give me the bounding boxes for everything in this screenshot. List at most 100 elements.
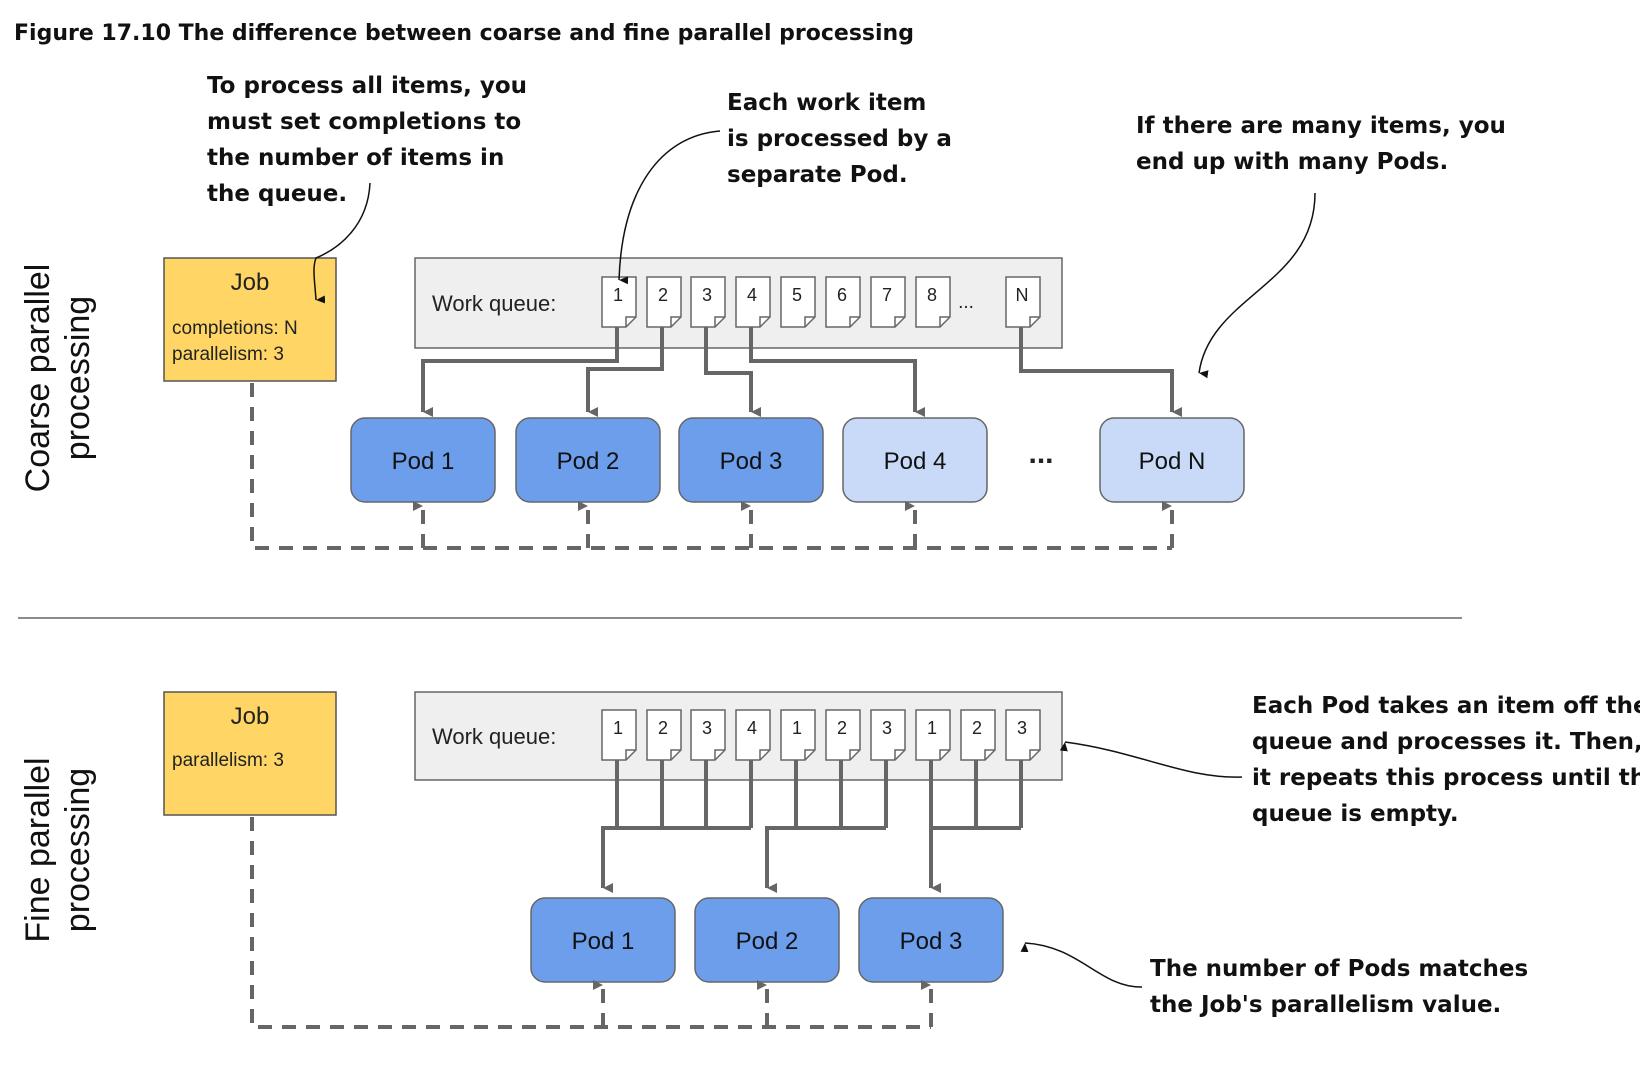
fine-queue-item-label: 2 <box>658 718 668 738</box>
fine-queue-item: 2 <box>825 709 861 761</box>
coarse-queue-item-label: 7 <box>882 285 892 305</box>
fine-queue-item: 1 <box>601 709 637 761</box>
fine-queue-item-label: 3 <box>882 718 892 738</box>
fine-queue-item: 1 <box>780 709 816 761</box>
fine-job-title: Job <box>231 703 270 730</box>
coarse-queue-item-label: 2 <box>658 285 668 305</box>
fine-queue-item: 4 <box>735 709 771 761</box>
fine-queue-item-label: 3 <box>702 718 712 738</box>
fine-side-label-line1: Fine parallel <box>19 757 57 942</box>
fine-pod: Pod 2 <box>694 897 840 983</box>
coarse-pod: Pod N <box>1099 417 1245 503</box>
coarse-pod-label: Pod 2 <box>557 448 620 475</box>
fine-queue-item-label: 2 <box>837 718 847 738</box>
coarse-side-label-line2: processing <box>59 296 97 460</box>
svg-text:must set completions to: must set completions to <box>207 109 521 135</box>
fine-section: Fine parallel processing Job parallelism… <box>19 691 1640 1029</box>
coarse-pods-ellipsis: ... <box>1028 437 1053 470</box>
coarse-queue-item: 4 <box>735 276 771 328</box>
fine-work-queue: Work queue: 1 2 3 4 1 2 3 1 2 3 <box>414 691 1063 781</box>
svg-text:Each work item: Each work item <box>727 90 926 116</box>
note-each-item: Each work item is processed by a separat… <box>727 90 952 188</box>
coarse-queue-item: 6 <box>825 276 861 328</box>
fine-pod: Pod 3 <box>858 897 1004 983</box>
fine-job-dashed-links <box>250 817 933 1029</box>
coarse-pod: Pod 3 <box>678 417 824 503</box>
coarse-queue-item-label: N <box>1016 285 1029 305</box>
fine-work-queue-label: Work queue: <box>432 724 556 749</box>
fine-pod-label: Pod 3 <box>900 928 963 955</box>
note-takes-item: Each Pod takes an item off the queue and… <box>1252 693 1640 827</box>
coarse-pod-label: Pod 4 <box>884 448 947 475</box>
svg-text:Each Pod takes an item off the: Each Pod takes an item off the <box>1252 693 1640 719</box>
coarse-queue-item-label: 3 <box>702 285 712 305</box>
fine-job-box: Job parallelism: 3 <box>163 691 337 816</box>
fine-queue-item-label: 4 <box>747 718 757 738</box>
svg-text:separate Pod.: separate Pod. <box>727 162 908 188</box>
note-completions: To process all items, you must set compl… <box>207 73 527 207</box>
svg-text:queue is empty.: queue is empty. <box>1252 801 1459 827</box>
note-takes-item-pointer <box>1059 741 1243 778</box>
coarse-pod: Pod 4 <box>842 417 988 503</box>
note-pods-match: The number of Pods matches the Job's par… <box>1150 956 1528 1018</box>
coarse-job-title: Job <box>231 269 270 296</box>
coarse-work-queue: Work queue: 1 2 3 4 5 6 7 8 N ... <box>414 257 1063 349</box>
fine-queue-item: 3 <box>690 709 726 761</box>
svg-text:end up with many Pods.: end up with many Pods. <box>1136 149 1448 175</box>
coarse-queue-item: N <box>1005 276 1041 328</box>
fine-queue-item-label: 1 <box>927 718 937 738</box>
svg-text:it repeats this process until: it repeats this process until the <box>1252 765 1640 791</box>
fine-queue-item: 3 <box>870 709 906 761</box>
coarse-queue-item: 2 <box>646 276 682 328</box>
coarse-connectors <box>421 327 1182 417</box>
fine-queue-item: 2 <box>646 709 682 761</box>
coarse-job-box: Job completions: N parallelism: 3 <box>163 257 337 382</box>
coarse-pods: Pod 1 Pod 2 Pod 3 Pod 4 Pod N <box>350 417 1245 503</box>
coarse-items-ellipsis: ... <box>958 292 974 313</box>
figure-caption: Figure 17.10 The difference between coar… <box>14 21 914 46</box>
fine-connectors <box>601 760 1023 893</box>
coarse-queue-item-label: 6 <box>837 285 847 305</box>
coarse-queue-item: 8 <box>915 276 951 328</box>
fine-pod-label: Pod 2 <box>736 928 799 955</box>
note-each-item-pointer <box>618 130 721 285</box>
coarse-pod: Pod 2 <box>515 417 661 503</box>
fine-side-label-line2: processing <box>59 768 97 932</box>
coarse-work-queue-label: Work queue: <box>432 291 556 316</box>
coarse-pod: Pod 1 <box>350 417 496 503</box>
coarse-job-completions: completions: N <box>172 318 298 339</box>
fine-pod-label: Pod 1 <box>572 928 635 955</box>
coarse-queue-item: 5 <box>780 276 816 328</box>
coarse-job-parallelism: parallelism: 3 <box>172 344 284 365</box>
svg-text:If there are many items, you: If there are many items, you <box>1136 113 1506 139</box>
fine-queue-items: 1 2 3 4 1 2 3 1 2 3 <box>601 709 1041 761</box>
coarse-queue-item-label: 8 <box>927 285 937 305</box>
fine-pod: Pod 1 <box>530 897 676 983</box>
coarse-queue-item: 3 <box>690 276 726 328</box>
svg-text:To process all items, you: To process all items, you <box>207 73 527 99</box>
coarse-queue-item: 7 <box>870 276 906 328</box>
coarse-queue-item-label: 5 <box>792 285 802 305</box>
coarse-queue-item-label: 1 <box>613 285 623 305</box>
note-pods-match-pointer <box>1020 942 1143 988</box>
fine-job-parallelism: parallelism: 3 <box>172 750 284 771</box>
svg-text:queue and processes it. Then,: queue and processes it. Then, <box>1252 729 1640 755</box>
coarse-pod-label: Pod 3 <box>720 448 783 475</box>
fine-queue-item-label: 1 <box>613 718 623 738</box>
fine-queue-item-label: 1 <box>792 718 802 738</box>
svg-text:The number of Pods matches: The number of Pods matches <box>1150 956 1528 982</box>
note-completions-pointer <box>313 182 371 304</box>
coarse-job-dashed-links <box>250 383 1174 550</box>
fine-queue-item-label: 3 <box>1017 718 1027 738</box>
coarse-queue-item: 1 <box>601 276 637 328</box>
coarse-side-label-line1: Coarse parallel <box>19 264 57 493</box>
coarse-queue-items: 1 2 3 4 5 6 7 8 N <box>601 276 1041 328</box>
coarse-pod-label: Pod 1 <box>392 448 455 475</box>
fine-queue-item: 1 <box>915 709 951 761</box>
svg-text:the Job's parallelism value.: the Job's parallelism value. <box>1150 992 1501 1018</box>
coarse-section: Coarse parallel processing Job completio… <box>19 73 1506 550</box>
svg-text:is processed by a: is processed by a <box>727 126 952 152</box>
fine-queue-item: 2 <box>960 709 996 761</box>
fine-pods: Pod 1 Pod 2 Pod 3 <box>530 897 1004 983</box>
svg-text:the queue.: the queue. <box>207 181 347 207</box>
